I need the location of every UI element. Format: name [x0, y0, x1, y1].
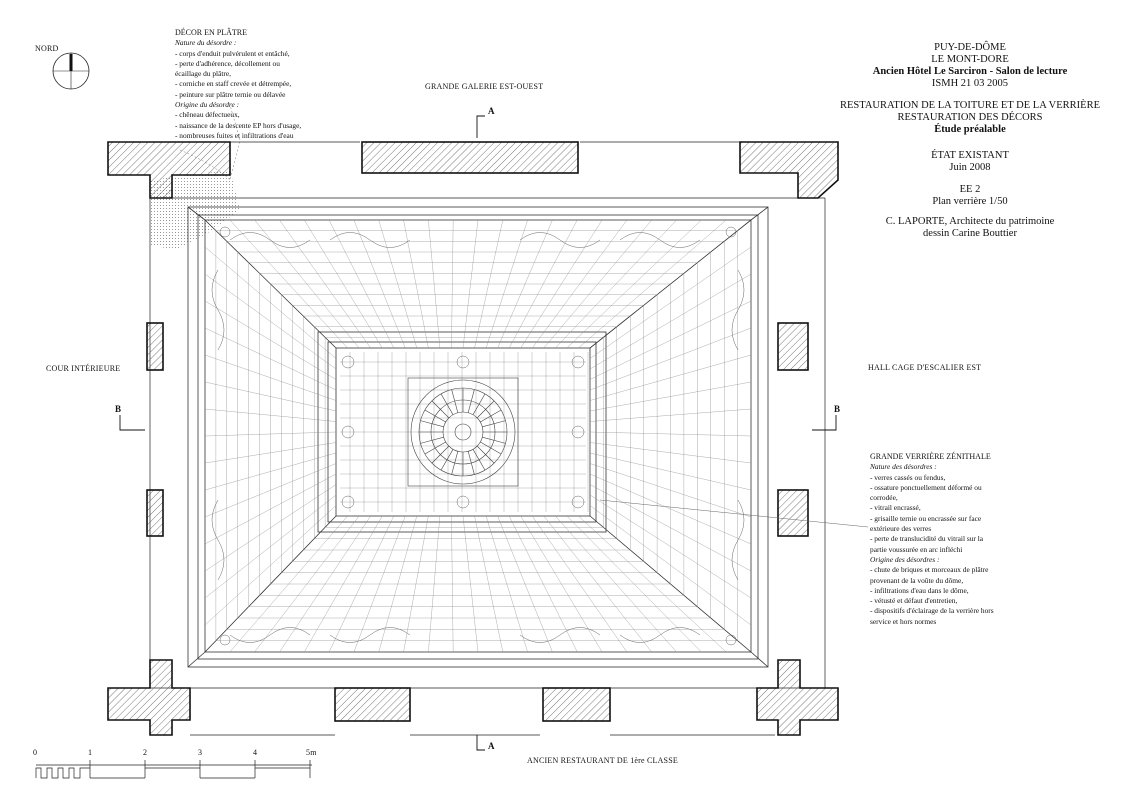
north-arrow — [52, 52, 90, 90]
title-architect: C. LAPORTE, Architecte du patrimoine — [885, 216, 1055, 227]
title-project-2: RESTAURATION DES DÉCORS — [897, 112, 1043, 123]
verriere-note-origine-item: - infiltrations d'eau dans le dôme, — [870, 585, 969, 595]
title-building: Ancien Hôtel Le Sarciron - Salon de lect… — [872, 66, 1068, 77]
ornaments — [211, 226, 745, 646]
title-town: LE MONT-DORE — [931, 54, 1009, 65]
decor-note-nature-item: - peinture sur plâtre ternie ou délavée — [175, 89, 286, 99]
room-outline — [149, 141, 826, 736]
verriere-note-nature-item: - vitrail encrassé, — [870, 503, 921, 513]
label-right-hall: HALL CAGE D'ESCALIER EST — [868, 363, 982, 372]
title-block: PUY-DE-DÔME LE MONT-DORE Ancien Hôtel Le… — [830, 42, 1110, 240]
section-lines — [119, 115, 837, 751]
scale-tick-label: 3 — [198, 748, 203, 757]
decor-note-title: DÉCOR EN PLÂTRE — [175, 28, 247, 37]
title-project-1: RESTAURATION DE LA TOITURE ET DE LA VERR… — [839, 100, 1100, 111]
title-ismh: ISMH 21 03 2005 — [931, 78, 1009, 89]
label-top-gallery: GRANDE GALERIE EST-OUEST — [425, 82, 544, 91]
scale-tick-label: 2 — [143, 748, 148, 757]
decor-note-nature-item: - corniche en staff crevée et détrempée, — [175, 79, 292, 89]
scale-tick-label: 1 — [88, 748, 93, 757]
verriere-note-title: GRANDE VERRIÈRE ZÉNITHALE — [870, 452, 991, 461]
verriere-note-nature-item: partie voussurée en arc infléchi — [870, 544, 963, 554]
decor-note-nature-item: - perte d'adhérence, décollement ou — [175, 58, 280, 68]
title-drawer: dessin Carine Bouttier — [923, 228, 1017, 239]
pillar-bottom-right — [756, 659, 839, 736]
scale-tick-label: 4 — [253, 748, 258, 757]
title-plan-scale: Plan verrière 1/50 — [932, 196, 1008, 207]
label-left-courtyard: COUR INTÉRIEURE — [46, 364, 121, 373]
verriere-note-nature-item: extérieure des verres — [870, 524, 932, 534]
verriere-note-origine-item: - dispositifs d'éclairage de la verrière… — [870, 606, 994, 616]
section-a-top: A — [488, 106, 495, 116]
pillar-top-right — [739, 141, 839, 199]
decor-note-origine-item: - nombreuses fuites et infiltrations d'e… — [175, 130, 294, 140]
decor-note-nature-item: écaillage du plâtre, — [175, 69, 232, 79]
decor-note: DÉCOR EN PLÂTRE Nature du désordre : - c… — [175, 28, 355, 141]
verriere-note: GRANDE VERRIÈRE ZÉNITHALE Nature des dés… — [870, 452, 1060, 627]
scale-tick-label: 5m — [306, 748, 317, 757]
decor-note-origine-item: - chêneau défectueux, — [175, 110, 240, 120]
verriere-note-nature-item: - ossature ponctuellement déformé ou — [870, 482, 982, 492]
pillar-right-upper — [777, 322, 809, 371]
pillar-top-center — [361, 141, 579, 174]
title-date: Juin 2008 — [949, 162, 991, 173]
decor-note-origine-heading: Origine du désordre : — [175, 100, 240, 110]
label-bottom-restaurant: ANCIEN RESTAURANT DE 1ère CLASSE — [527, 756, 678, 765]
central-rosette — [407, 377, 519, 487]
glazing-grid — [204, 219, 752, 653]
verriere-note-nature-item: - verres cassés ou fendus, — [870, 472, 946, 482]
section-b-right: B — [834, 404, 841, 414]
decor-note-nature-item: - corps d'enduit pulvérulent et entâché, — [175, 48, 290, 58]
leader-lines — [599, 499, 869, 528]
pillar-bottom-left — [107, 659, 191, 736]
pillar-top-left — [107, 141, 231, 199]
pillar-left-lower — [146, 489, 164, 537]
decor-note-nature-heading: Nature du désordre : — [175, 38, 237, 48]
verriere-note-origine-heading: Origine des désordres : — [870, 554, 940, 564]
verriere-note-nature-item: - grisaille ternie ou encrassée sur face — [870, 513, 982, 523]
title-sheet: EE 2 — [959, 184, 981, 195]
verriere-note-nature-item: - perte de translucidité du vitrail sur … — [870, 534, 984, 544]
pillar-left-upper — [146, 322, 164, 371]
glass-roof — [187, 206, 769, 668]
verriere-note-origine-item: service et hors normes — [870, 616, 937, 626]
verriere-note-nature-heading: Nature des désordres : — [870, 462, 937, 472]
scale-bar — [35, 760, 312, 779]
scale-tick-label: 0 — [33, 748, 38, 757]
pillar-bottom-center-left — [334, 687, 411, 722]
title-state: ÉTAT EXISTANT — [931, 150, 1009, 161]
verriere-note-origine-item: provenant de la voûte du dôme, — [870, 575, 964, 585]
decor-note-origine-item: - naissance de la descente EP hors d'usa… — [175, 120, 302, 130]
pillar-bottom-center-right — [542, 687, 611, 722]
section-b-left: B — [115, 404, 122, 414]
verriere-note-origine-item: - chute de briques et morceaux de plâtre — [870, 565, 989, 575]
pillar-right-lower — [777, 489, 809, 537]
verriere-note-origine-item: - vétusté et défaut d'entretien, — [870, 596, 958, 606]
title-department: PUY-DE-DÔME — [934, 42, 1006, 53]
walls — [107, 141, 839, 736]
section-a-bottom: A — [488, 741, 495, 751]
title-study: Étude préalable — [934, 124, 1006, 135]
verriere-note-nature-item: corrodée, — [870, 493, 898, 503]
north-label: NORD — [35, 44, 59, 53]
